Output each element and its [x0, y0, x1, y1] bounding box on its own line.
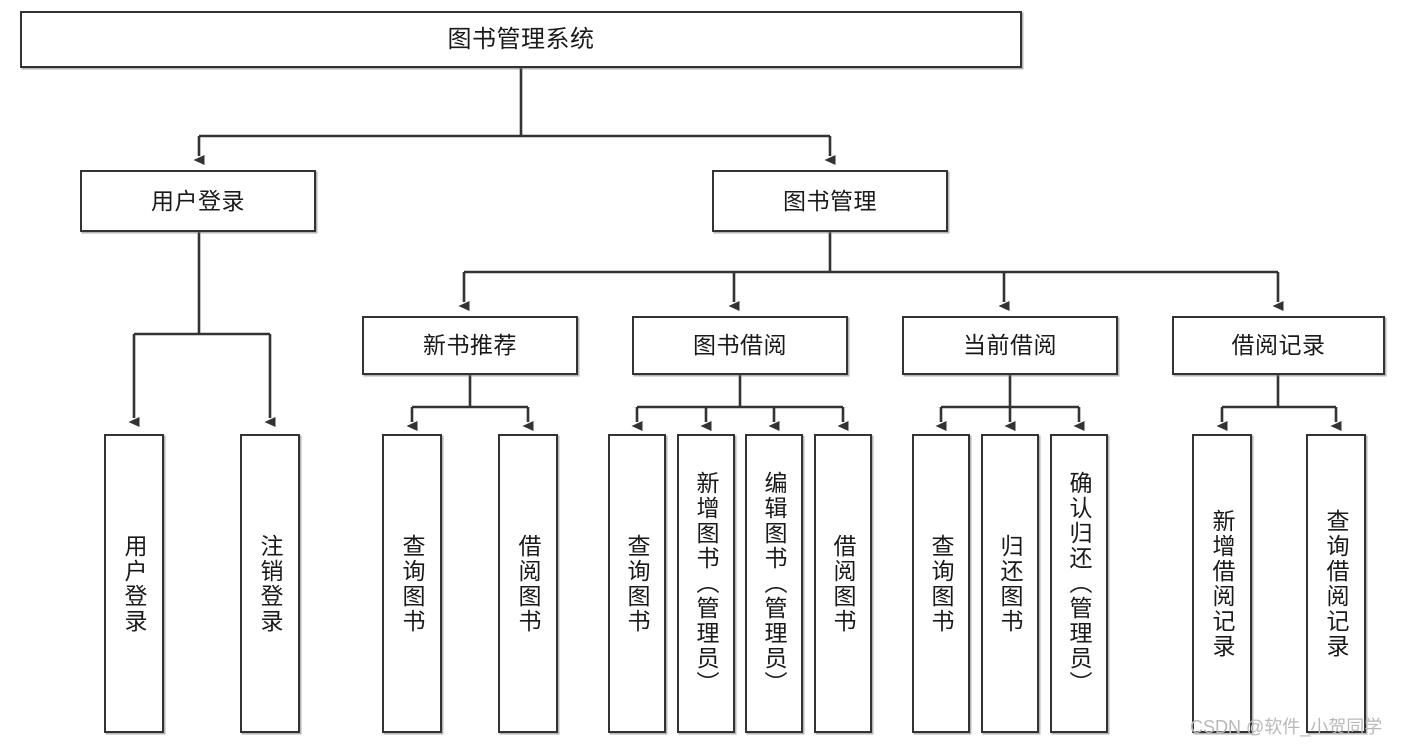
leaf-new-book-query-books[interactable]: 查询图书 — [382, 434, 442, 733]
node-label: 借阅图书 — [830, 533, 857, 634]
node-label: 图书管理 — [783, 187, 877, 214]
node-label: 注销登录 — [257, 533, 284, 634]
node-new-book-recommendation[interactable]: 新书推荐 — [362, 316, 578, 375]
node-borrowing-records[interactable]: 借阅记录 — [1172, 316, 1385, 375]
node-current-borrowing[interactable]: 当前借阅 — [902, 316, 1118, 375]
leaf-current-query-books[interactable]: 查询图书 — [912, 434, 970, 733]
leaf-user-login-logout[interactable]: 注销登录 — [240, 434, 300, 733]
leaf-records-query-record[interactable]: 查询借阅记录 — [1306, 434, 1366, 733]
csdn-watermark: CSDN @软件_小贺同学 — [1190, 717, 1383, 737]
leaf-new-book-borrow-books[interactable]: 借阅图书 — [498, 434, 558, 733]
leaf-borrow-query-books[interactable]: 查询图书 — [608, 434, 666, 733]
node-label: 图书管理系统 — [447, 25, 595, 53]
leaf-borrow-add-book-admin[interactable]: 新增图书（管理员） — [677, 434, 735, 733]
node-label: 查询借阅记录 — [1323, 508, 1350, 659]
leaf-current-return-books[interactable]: 归还图书 — [981, 434, 1039, 733]
node-label: 归还图书 — [997, 533, 1024, 634]
leaf-borrow-borrow-books[interactable]: 借阅图书 — [814, 434, 872, 733]
node-label: 编辑图书（管理员） — [761, 471, 788, 696]
node-label: 用户登录 — [151, 187, 245, 214]
node-book-borrowing[interactable]: 图书借阅 — [632, 316, 848, 375]
node-root-book-management-system[interactable]: 图书管理系统 — [20, 11, 1022, 68]
node-label: 新书推荐 — [423, 332, 517, 359]
leaf-borrow-edit-book-admin[interactable]: 编辑图书（管理员） — [745, 434, 803, 733]
node-label: 新增图书（管理员） — [693, 471, 720, 696]
node-book-management[interactable]: 图书管理 — [712, 170, 948, 232]
node-label: 查询图书 — [928, 533, 955, 634]
leaf-user-login-login[interactable]: 用户登录 — [104, 434, 164, 733]
node-label: 当前借阅 — [963, 332, 1057, 359]
node-label: 确认归还（管理员） — [1066, 471, 1093, 696]
node-label: 查询图书 — [399, 533, 426, 634]
node-label: 借阅记录 — [1231, 332, 1326, 359]
leaf-records-add-record[interactable]: 新增借阅记录 — [1192, 434, 1252, 733]
leaf-current-confirm-return-admin[interactable]: 确认归还（管理员） — [1050, 434, 1108, 733]
node-label: 新增借阅记录 — [1209, 508, 1236, 659]
node-label: 图书借阅 — [693, 332, 787, 359]
node-label: 查询图书 — [624, 533, 651, 634]
node-label: 借阅图书 — [515, 533, 542, 634]
node-label: 用户登录 — [121, 533, 148, 634]
node-user-login[interactable]: 用户登录 — [80, 170, 316, 232]
